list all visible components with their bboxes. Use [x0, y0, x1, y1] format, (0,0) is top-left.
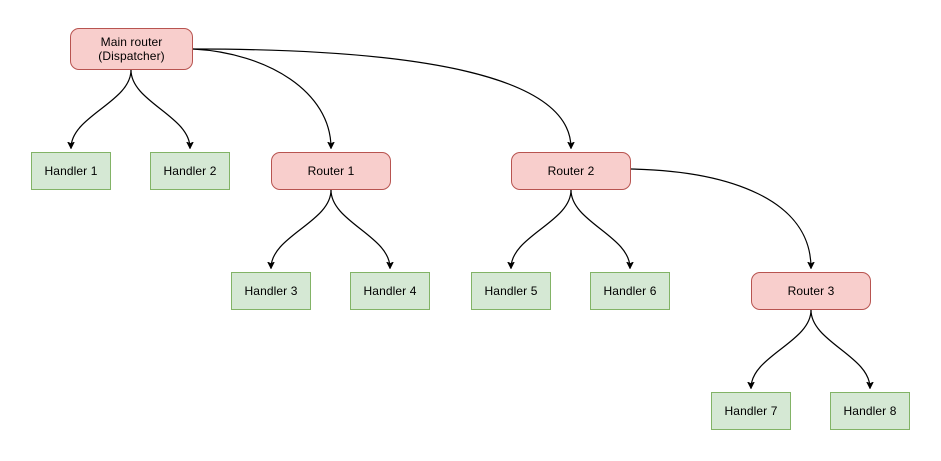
node-handler-7[interactable]: Handler 7: [711, 392, 791, 430]
edge-main-router-to-handler-1: [71, 69, 132, 148]
edge-router-2-to-handler-5: [511, 189, 572, 268]
edge-main-router-to-router-1: [192, 48, 331, 148]
node-label-handler-6: Handler 6: [603, 284, 657, 298]
edge-main-router-to-router-2: [192, 48, 571, 148]
node-router-1[interactable]: Router 1: [271, 152, 391, 190]
node-handler-3[interactable]: Handler 3: [231, 272, 311, 310]
node-router-2[interactable]: Router 2: [511, 152, 631, 190]
edge-router-1-to-handler-4: [330, 189, 390, 268]
edge-router-2-to-handler-6: [570, 189, 630, 268]
edge-router-1-to-handler-3: [271, 189, 332, 268]
edge-router-3-to-handler-7: [751, 309, 812, 388]
edges-group: [71, 48, 870, 388]
node-label-router-3: Router 3: [787, 284, 835, 298]
node-label-main-router: Main router (Dispatcher): [98, 35, 165, 63]
node-router-3[interactable]: Router 3: [751, 272, 871, 310]
node-handler-2[interactable]: Handler 2: [150, 152, 230, 190]
edge-main-router-to-handler-2: [130, 69, 190, 148]
node-handler-1[interactable]: Handler 1: [31, 152, 111, 190]
node-label-handler-8: Handler 8: [843, 404, 897, 418]
node-handler-5[interactable]: Handler 5: [471, 272, 551, 310]
node-handler-8[interactable]: Handler 8: [830, 392, 910, 430]
node-label-router-1: Router 1: [307, 164, 355, 178]
node-handler-4[interactable]: Handler 4: [350, 272, 430, 310]
node-label-handler-2: Handler 2: [163, 164, 217, 178]
node-label-router-2: Router 2: [547, 164, 595, 178]
node-label-handler-7: Handler 7: [724, 404, 778, 418]
node-handler-6[interactable]: Handler 6: [590, 272, 670, 310]
node-label-handler-4: Handler 4: [363, 284, 417, 298]
node-label-handler-3: Handler 3: [244, 284, 298, 298]
node-main-router[interactable]: Main router (Dispatcher): [70, 28, 193, 70]
edge-router-3-to-handler-8: [810, 309, 870, 388]
node-label-handler-1: Handler 1: [44, 164, 98, 178]
node-label-handler-5: Handler 5: [484, 284, 538, 298]
edge-router-2-to-router-3: [630, 168, 811, 268]
